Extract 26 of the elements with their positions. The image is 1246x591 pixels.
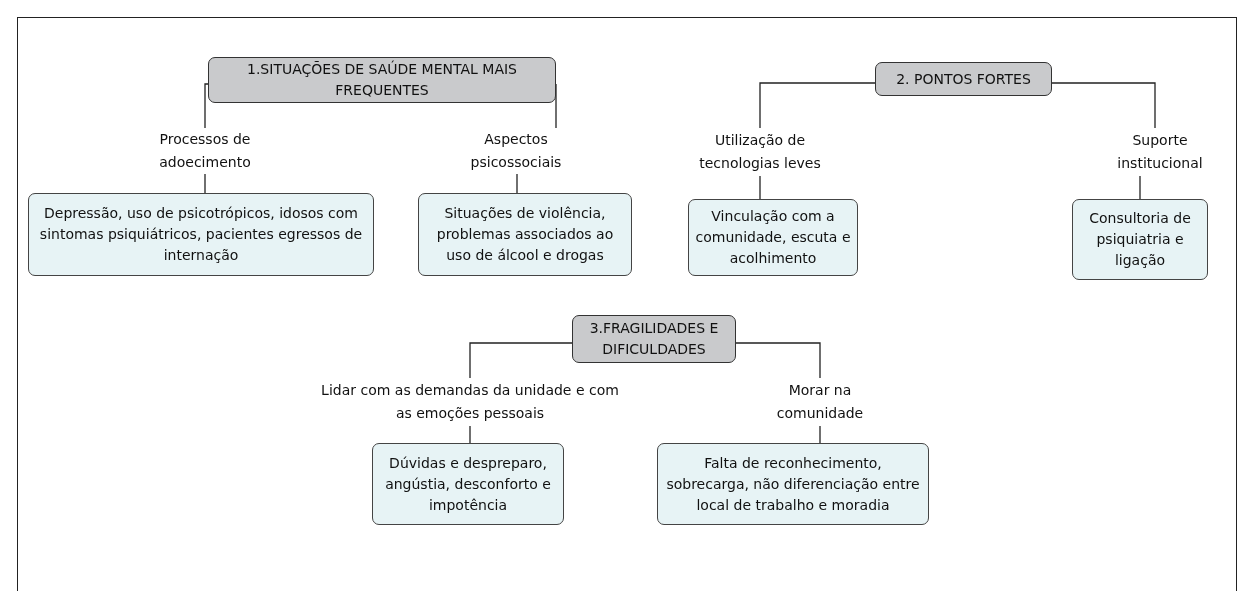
concept-box: Falta de reconhecimento, sobrecarga, não diferenciação entre local de trabalho e moradia [657, 443, 929, 525]
connector-line [516, 173, 518, 194]
connector-line [204, 173, 206, 194]
link-phrase: Morar na comunidade [752, 378, 888, 426]
connector-line [204, 83, 209, 129]
link-phrase: Utilização de tecnologias leves [685, 128, 835, 176]
link-phrase: Aspectos psicossociais [458, 128, 574, 174]
connector-line [759, 82, 876, 129]
link-phrase: Processos de adoecimento [130, 128, 280, 174]
category-box: 2. PONTOS FORTES [875, 62, 1052, 96]
link-phrase: Lidar com as demandas da unidade e com as emoções pessoais [318, 378, 622, 426]
category-box: 3.FRAGILIDADES E DIFICULDADES [572, 315, 736, 363]
concept-box: Depressão, uso de psicotrópicos, idosos com sintomas psiquiátricos, pacientes egressos de internação [28, 193, 374, 276]
connector-line [469, 425, 471, 444]
link-phrase: Suporte institucional [1095, 128, 1225, 176]
concept-box: Vinculação com a comunidade, escuta e acolhimento [688, 199, 858, 276]
connector-line [735, 342, 821, 379]
concept-box: Situações de violência, problemas associados ao uso de álcool e drogas [418, 193, 632, 276]
connector-line [819, 425, 821, 444]
connector-line [759, 175, 761, 200]
concept-box: Dúvidas e despreparo, angústia, desconforto e impotência [372, 443, 564, 525]
concept-box: Consultoria de psiquiatria e ligação [1072, 199, 1208, 280]
category-box: 1.SITUAÇÕES DE SAÚDE MENTAL MAIS FREQUENTES [208, 57, 556, 103]
connector-line [1051, 82, 1156, 129]
connector-line [469, 342, 573, 379]
connector-line [1139, 175, 1141, 200]
